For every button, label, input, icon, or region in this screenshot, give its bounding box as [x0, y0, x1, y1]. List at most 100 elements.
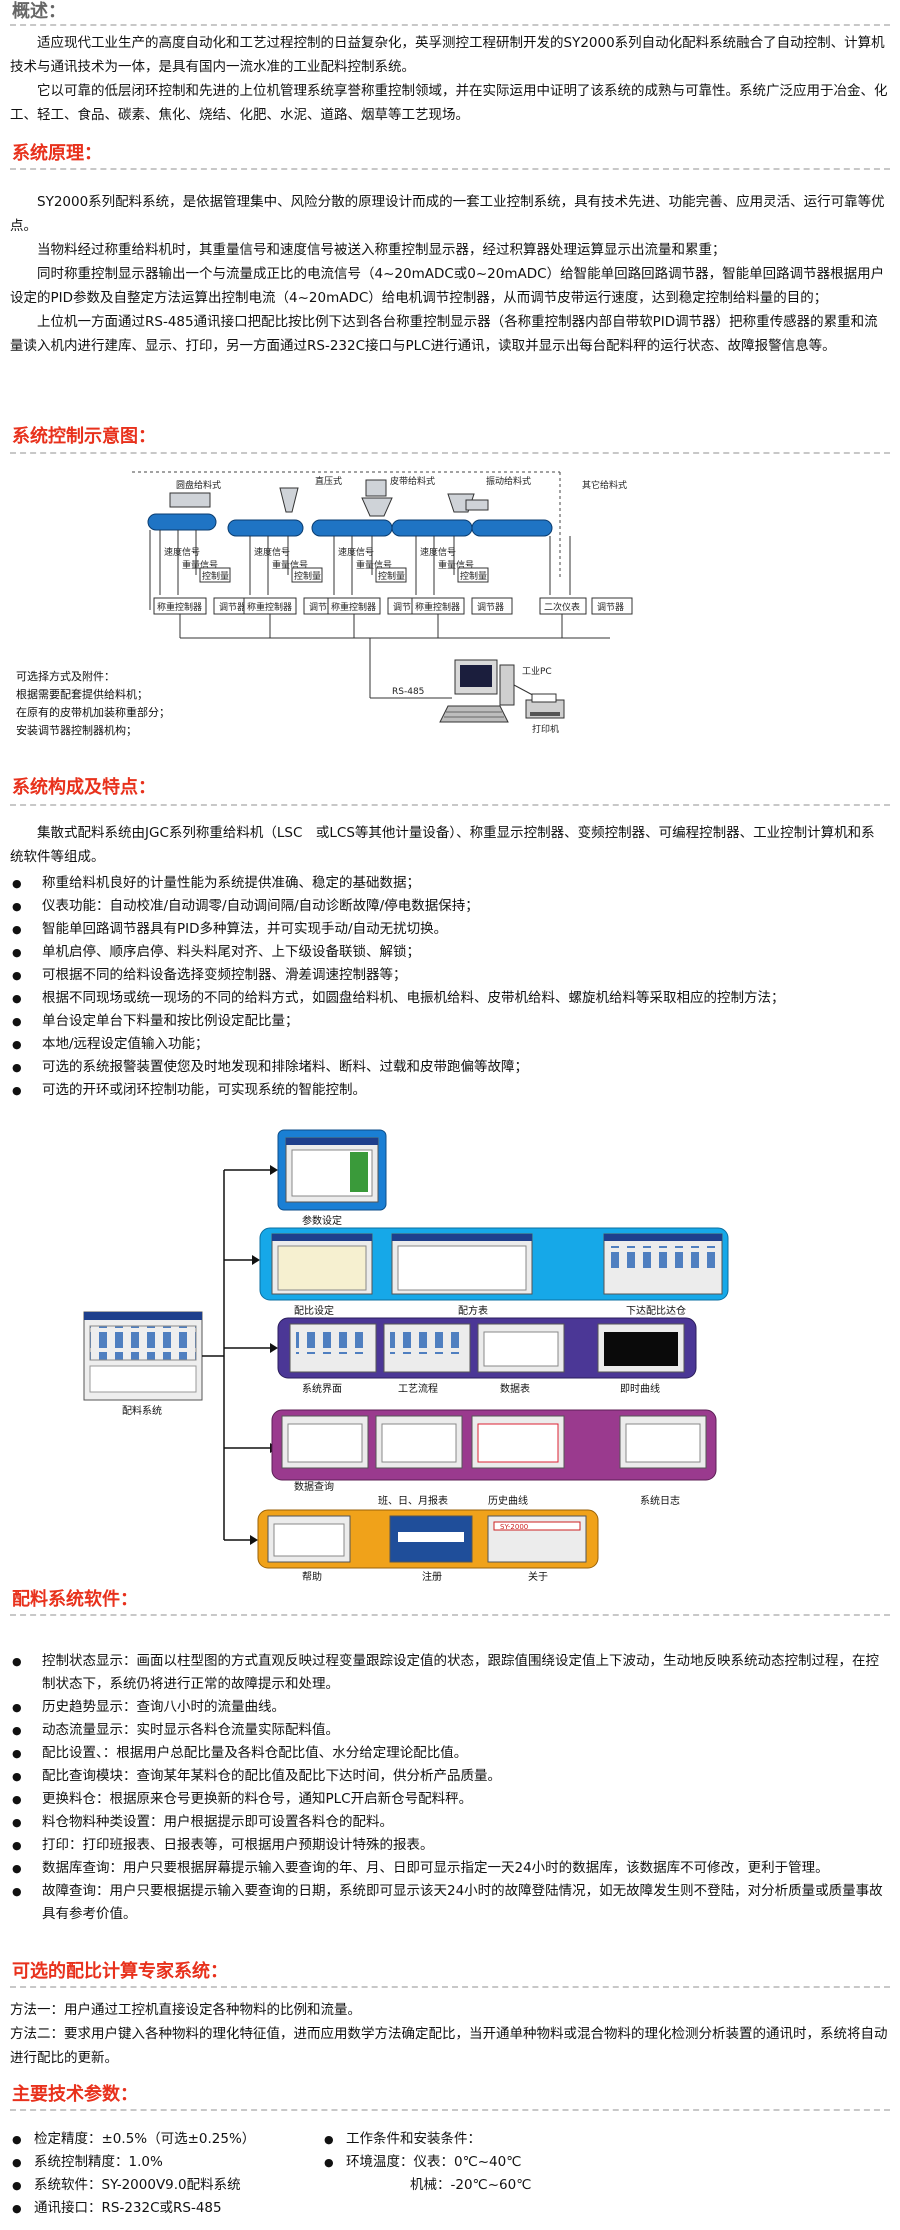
branch-label: 即时曲线 [620, 1382, 660, 1395]
feature-item: 可选的系统报警装置使您及时地发现和排除堵料、断料、过载和皮带跑偏等故障； [10, 1056, 885, 1079]
software-list: 控制状态显示：画面以柱型图的方式直观反映过程变量跟踪设定值的状态，跟踪值围绕设定… [10, 1650, 885, 1926]
regulator-label: 调节器 [477, 602, 504, 613]
feature-item: 本地/远程设定值输入功能； [10, 1033, 885, 1056]
expert-text: 方法一：用户通过工控机直接设定各种物料的比例和流量。 方法二：要求用户键入各种物… [10, 1998, 888, 2070]
expert-heading: 可选的配比计算专家系统： [12, 1961, 228, 1982]
note-line: 可选择方式及附件： [16, 670, 115, 683]
signal-label: 控制量 [378, 570, 405, 582]
branch-label: 注册 [422, 1570, 442, 1583]
note-line: 根据需要配套提供给料机； [16, 688, 148, 701]
about-brand: SY-2000 [500, 1523, 528, 1531]
control-block [199, 567, 231, 583]
printer-label: 打印机 [532, 723, 559, 735]
hopper-icon [169, 492, 211, 508]
specs-heading: 主要技术参数： [12, 2084, 138, 2105]
note-line: 安装调节器控制器机构； [16, 724, 137, 737]
branch-label: 数据查询 [294, 1480, 334, 1493]
divider [10, 1986, 890, 1988]
software-heading: 配料系统软件： [12, 1589, 138, 1610]
feature-item: 称重给料机良好的计量性能为系统提供准确、稳定的基础数据； [10, 872, 885, 895]
software-item: 历史趋势显示：查询八小时的流量曲线。 [10, 1696, 885, 1719]
divider [10, 452, 890, 454]
software-item: 打印：打印班报表、日报表等，可根据用户预期设计特殊的报表。 [10, 1834, 885, 1857]
regulator-label: 调节器 [309, 602, 336, 613]
software-item: 动态流量显示：实时显示各料仓流量实际配料值。 [10, 1719, 885, 1742]
controller-label: 称重控制器 [157, 601, 202, 613]
belt-icon [391, 519, 473, 537]
specs-right: 工作条件和安装条件： 环境温度：仪表：0℃~40℃ 机械：-20℃~60℃ [322, 2128, 531, 2197]
features-list: 称重给料机良好的计量性能为系统提供准确、稳定的基础数据； 仪表功能：自动校准/自… [10, 872, 885, 1102]
feeder-label: 直压式 [315, 475, 342, 487]
signal-label: 速度信号 [420, 546, 456, 558]
regulator-label: 调节器 [597, 602, 624, 613]
control-unit-3: 速度信号 重量信号 控制量 称重控制器 调节器 [327, 536, 429, 615]
belt-conveyors [147, 513, 553, 537]
controller-label: 称重控制器 [247, 601, 292, 613]
feeder-label: 圆盘给料式 [176, 479, 221, 491]
spec-item: 系统控制精度：1.0% [10, 2151, 255, 2174]
belt-icon [147, 513, 217, 531]
control-unit-2: 速度信号 重量信号 控制量 称重控制器 调节器 [243, 536, 345, 615]
signal-label: 控制量 [202, 570, 229, 582]
feature-item: 可选的开环或闭环控制功能，可实现系统的智能控制。 [10, 1079, 885, 1102]
regulator-label: 调节器 [393, 602, 420, 613]
vibrator-icon [465, 499, 489, 511]
control-block [375, 567, 407, 583]
regulator-block [471, 597, 513, 615]
control-unit-1: 速度信号 重量信号 控制量 称重控制器 调节器 [149, 530, 255, 615]
overview-paragraph: 适应现代工业生产的高度自动化和工艺过程控制的日益复杂化，英孚测控工程研制开发的S… [10, 35, 885, 75]
spec-item: 机械：-20℃~60℃ [410, 2177, 532, 2193]
control-unit-other: 二次仪表 调节器 [539, 536, 633, 615]
specs-left: 检定精度：±0.5%（可选±0.25%） 系统控制精度：1.0% 系统软件：SY… [10, 2128, 255, 2220]
feature-item: 根据不同现场或统一现场的不同的给料方式，如圆盘给料机、电振机给料、皮带机给料、螺… [10, 987, 885, 1010]
principle-text: SY2000系列配料系统，是依据管理集中、风险分散的原理设计而成的一套工业控制系… [10, 190, 888, 358]
branch-label: 下达配比达仓 [626, 1304, 686, 1317]
feeder-label: 振动给料式 [486, 475, 531, 487]
divider [10, 2109, 890, 2111]
signal-label: 速度信号 [338, 546, 374, 558]
spec-item: 通讯接口：RS-232C或RS-485 [10, 2197, 255, 2220]
software-item: 控制状态显示：画面以柱型图的方式直观反映过程变量跟踪设定值的状态，跟踪值围绕设定… [10, 1650, 885, 1696]
software-item: 更换料仓：根据原来仓号更换新的料仓号，通知PLC开启新仓号配料秤。 [10, 1788, 885, 1811]
regulator-block [591, 597, 633, 615]
features-intro-text: 集散式配料系统由JGC系列称重给料机（LSC 或LCS等其他计量设备）、称重显示… [10, 825, 875, 865]
feeder-label: 皮带给料式 [390, 475, 435, 487]
control-diagram: 圆盘给料式 直压式 皮带给料式 振动给料式 其它给料式 速度信号 重量信号 [132, 471, 633, 735]
spec-item: 工作条件和安装条件： [322, 2128, 531, 2151]
overview-heading: 概述： [12, 1, 66, 22]
divider [10, 24, 890, 26]
feature-item: 仪表功能：自动校准/自动调零/自动调间隔/自动诊断故障/停电数据保持； [10, 895, 885, 918]
feeder-label: 其它给料式 [582, 479, 627, 491]
divider [10, 168, 890, 170]
software-tree: 配料系统 参数设定 配比设定 配方表 下达配比达仓 [83, 1129, 729, 1583]
principle-paragraph: 当物料经过称重给料机时，其重量信号和速度信号被送入称重控制显示器，经过积算器处理… [37, 242, 726, 258]
expert-paragraph: 方法二：要求用户键入各种物料的理化特征值，进而应用数学方法确定配比，当开通单种物… [10, 2026, 888, 2066]
software-item: 数据库查询：用户只要根据屏幕提示输入要查询的年、月、日即可显示指定一天24小时的… [10, 1857, 885, 1880]
overview-text: 适应现代工业生产的高度自动化和工艺过程控制的日益复杂化，英孚测控工程研制开发的S… [10, 31, 888, 127]
printer-icon [525, 693, 565, 719]
spec-item: 系统软件：SY-2000V9.0配料系统 [10, 2174, 255, 2197]
signal-label: 控制量 [294, 570, 321, 582]
feature-item: 单台设定单台下料量和按比例设定配比量； [10, 1010, 885, 1033]
belt-icon [471, 519, 553, 537]
hopper-icon [279, 487, 299, 513]
principle-paragraph: 上位机一方面通过RS-485通讯接口把配比按比例下达到各台称重控制显示器（各称重… [10, 314, 878, 354]
control-unit-4: 速度信号 重量信号 控制量 称重控制器 调节器 [411, 536, 513, 615]
software-item: 配比设置、：根据用户总配比量及各料仓配比值、水分给定理论配比值。 [10, 1742, 885, 1765]
secondary-block [539, 597, 587, 615]
principle-paragraph: 同时称重控制显示器输出一个与流量成正比的电流信号（4~20mADC或0~20mA… [10, 266, 885, 306]
industrial-pc-icon [439, 659, 515, 723]
feature-item: 智能单回路调节器具有PID多种算法，并可实现手动/自动无扰切换。 [10, 918, 885, 941]
diagram-notes: 可选择方式及附件： 根据需要配套提供给料机； 在原有的皮带机加装称重部分； 安装… [16, 668, 170, 740]
branch-label: 系统界面 [302, 1382, 342, 1395]
control-block [291, 567, 323, 583]
feature-item: 单机启停、顺序启停、料头料尾对齐、上下级设备联锁、解锁； [10, 941, 885, 964]
principle-heading: 系统原理： [12, 143, 102, 164]
belt-icon [311, 519, 393, 537]
branch-label: 配方表 [458, 1304, 488, 1317]
branch-label: 参数设定 [302, 1214, 342, 1227]
branch-label: 系统日志 [640, 1494, 680, 1507]
feature-item: 可根据不同的给料设备选择变频控制器、滑差调速控制器等； [10, 964, 885, 987]
controller-label: 称重控制器 [331, 601, 376, 613]
branch-label: 历史曲线 [488, 1494, 528, 1507]
